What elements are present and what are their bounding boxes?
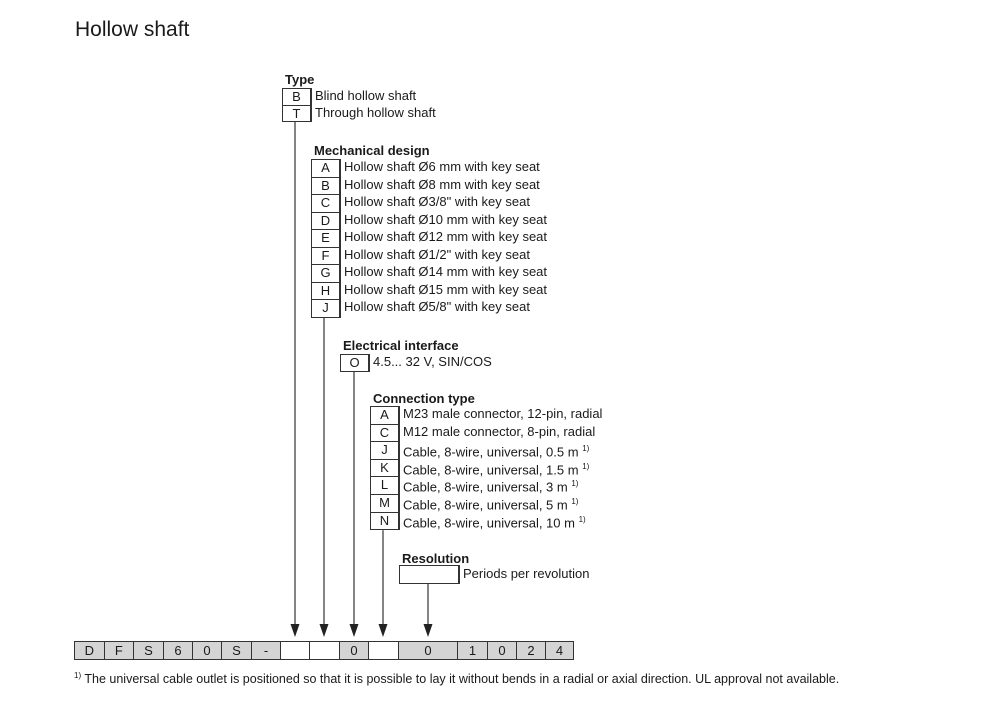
- type-code-char: 0: [339, 641, 369, 660]
- option-label-text: 4.5... 32 V, SIN/COS: [373, 354, 492, 369]
- option-label-text: Cable, 8-wire, universal, 1.5 m: [403, 462, 579, 478]
- section-heading: Type: [285, 72, 315, 87]
- type-code-char: -: [251, 641, 281, 660]
- section-heading: Mechanical design: [314, 143, 430, 158]
- option-code: M: [370, 494, 399, 513]
- arrow-head-icon: [319, 624, 329, 637]
- footnote-ref: 1): [582, 461, 590, 471]
- section-heading: Connection type: [373, 391, 475, 406]
- option-label-text: M23 male connector, 12-pin, radial: [403, 406, 603, 421]
- type-code-char: 4: [545, 641, 574, 660]
- type-code-char: 6: [163, 641, 193, 660]
- option-label: Cable, 8-wire, universal, 0.5 m 1): [399, 441, 589, 460]
- option-code: D: [311, 211, 340, 230]
- option-label-text: Cable, 8-wire, universal, 5 m: [403, 497, 568, 513]
- type-code-char: 0: [398, 641, 458, 660]
- option-label: Hollow shaft Ø14 mm with key seat: [340, 264, 547, 283]
- option-code: J: [370, 441, 399, 460]
- option-label: M12 male connector, 8-pin, radial: [399, 423, 596, 443]
- type-code-char: 0: [487, 641, 517, 660]
- option-label-text: Cable, 8-wire, universal, 3 m: [403, 479, 568, 495]
- option-code: B: [282, 88, 311, 106]
- option-label-text: Hollow shaft Ø10 mm with key seat: [344, 211, 548, 227]
- footnote-text: The universal cable outlet is positioned…: [81, 672, 840, 687]
- type-code-char: D: [74, 641, 105, 660]
- footnote-ref: 1): [578, 514, 586, 524]
- option-code: O: [340, 354, 369, 372]
- option-code: L: [370, 476, 399, 495]
- option-label: 4.5... 32 V, SIN/COS: [369, 354, 492, 372]
- option-label: Hollow shaft Ø5/8" with key seat: [340, 299, 530, 318]
- option-label: Cable, 8-wire, universal, 5 m 1): [399, 494, 578, 513]
- type-code-char: S: [133, 641, 164, 660]
- option-label-text: Hollow shaft Ø15 mm with key seat: [344, 281, 548, 297]
- option-label-text: Periods per revolution: [463, 566, 590, 581]
- option-label-text: Hollow shaft Ø6 mm with key seat: [344, 159, 540, 174]
- option-label-text: Hollow shaft Ø3/8" with key seat: [344, 194, 530, 209]
- type-code-char: 1: [457, 641, 488, 660]
- option-label: Hollow shaft Ø12 mm with key seat: [340, 229, 547, 248]
- type-code-slot: [309, 641, 340, 660]
- option-label-text: Hollow shaft Ø8 mm with key seat: [344, 176, 540, 192]
- arrow-head-icon: [423, 624, 433, 637]
- option-label: Cable, 8-wire, universal, 3 m 1): [399, 476, 578, 495]
- option-label: Hollow shaft Ø10 mm with key seat: [340, 211, 548, 230]
- option-label-text: Hollow shaft Ø1/2" with key seat: [344, 246, 530, 262]
- option-label: Hollow shaft Ø6 mm with key seat: [340, 159, 540, 178]
- option-label: Hollow shaft Ø3/8" with key seat: [340, 194, 530, 213]
- option-label-text: Hollow shaft Ø14 mm with key seat: [344, 264, 548, 279]
- section-heading: Resolution: [402, 551, 470, 566]
- type-code-slot: [280, 641, 310, 660]
- option-label: Hollow shaft Ø1/2" with key seat: [340, 246, 530, 265]
- option-code: K: [370, 458, 399, 478]
- option-code: J: [311, 299, 340, 318]
- option-label: Hollow shaft Ø15 mm with key seat: [340, 281, 548, 300]
- option-code: H: [311, 281, 340, 300]
- footnote-mark: 1): [74, 671, 82, 680]
- option-label: Cable, 8-wire, universal, 1.5 m 1): [399, 458, 590, 478]
- footnote: 1) The universal cable outlet is positio…: [74, 671, 839, 686]
- type-code-char: 0: [192, 641, 222, 660]
- option-code: G: [311, 264, 340, 283]
- option-code: C: [311, 194, 340, 213]
- option-code: F: [311, 246, 340, 265]
- option-code: A: [370, 406, 399, 425]
- option-label: Periods per revolution: [459, 565, 589, 584]
- option-code: [399, 565, 459, 584]
- option-label: M23 male connector, 12-pin, radial: [399, 406, 602, 425]
- arrow-head-icon: [349, 624, 359, 637]
- type-code-slot: [368, 641, 399, 660]
- type-code-char: 2: [516, 641, 546, 660]
- option-label-text: Cable, 8-wire, universal, 0.5 m: [403, 444, 579, 460]
- option-code: N: [370, 511, 399, 531]
- option-label: Blind hollow shaft: [311, 88, 416, 106]
- option-label-text: Hollow shaft Ø5/8" with key seat: [344, 299, 530, 314]
- type-code-char: S: [221, 641, 252, 660]
- option-label: Hollow shaft Ø8 mm with key seat: [340, 176, 540, 195]
- option-code: A: [311, 159, 340, 178]
- type-code-char: F: [103, 641, 134, 660]
- option-label-text: Cable, 8-wire, universal, 10 m: [403, 514, 575, 530]
- option-label-text: Through hollow shaft: [315, 104, 436, 120]
- page-title: Hollow shaft: [75, 18, 190, 41]
- option-code: B: [311, 176, 340, 195]
- section-heading: Electrical interface: [343, 338, 459, 353]
- footnote-ref: 1): [582, 444, 590, 454]
- footnote-ref: 1): [571, 479, 579, 489]
- option-code: E: [311, 229, 340, 248]
- option-code: C: [370, 423, 399, 443]
- arrow-head-icon: [378, 624, 388, 637]
- option-code: T: [282, 104, 311, 122]
- option-label-text: M12 male connector, 8-pin, radial: [403, 423, 596, 439]
- option-label: Cable, 8-wire, universal, 10 m 1): [399, 511, 586, 531]
- option-label-text: Blind hollow shaft: [315, 88, 417, 103]
- footnote-ref: 1): [571, 497, 579, 506]
- option-label: Through hollow shaft: [311, 104, 436, 122]
- arrow-head-icon: [290, 624, 300, 637]
- option-label-text: Hollow shaft Ø12 mm with key seat: [344, 229, 548, 244]
